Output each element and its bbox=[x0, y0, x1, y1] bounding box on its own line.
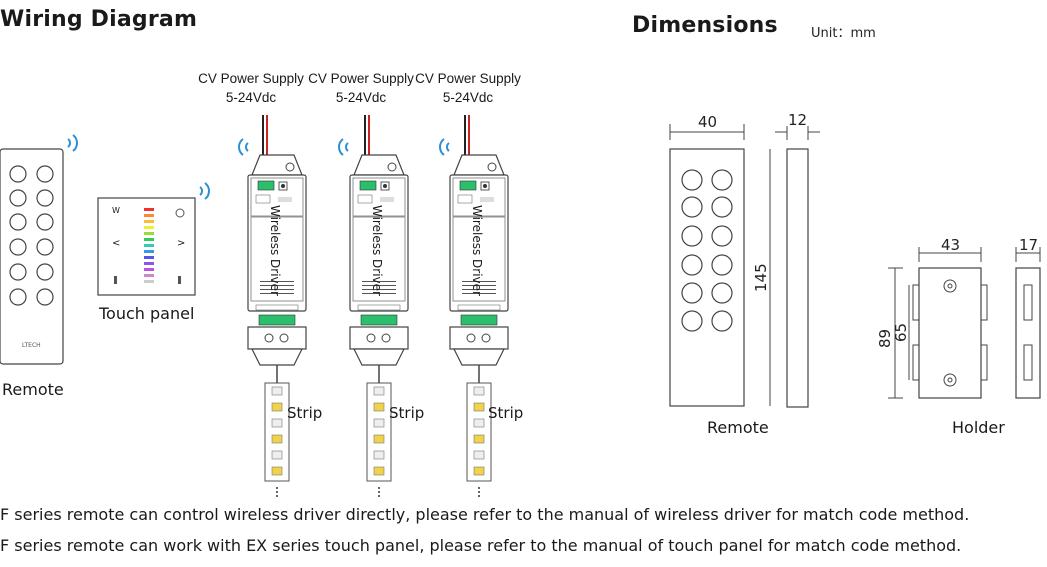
driver-label-text: Wireless Driver bbox=[268, 205, 282, 296]
remote-dimension-caption: Remote bbox=[707, 418, 769, 437]
strip-label-2: Strip bbox=[389, 404, 425, 422]
driver-label-text: Wireless Driver bbox=[470, 205, 484, 296]
power-supply-label-1: CV Power Supply 5-24Vdc bbox=[196, 69, 306, 107]
touch-panel-device bbox=[97, 197, 196, 296]
remote-dimension-drawing bbox=[669, 124, 820, 408]
signal-icon bbox=[199, 182, 210, 200]
driver-3 bbox=[449, 114, 509, 498]
power-supply-label-3: CV Power Supply 5-24Vdc bbox=[413, 69, 523, 107]
holder-width-value: 43 bbox=[941, 236, 960, 254]
holder-outer-height-value: 89 bbox=[876, 329, 894, 348]
driver-label-3: Wireless Driver bbox=[468, 205, 488, 296]
holder-depth-value: 17 bbox=[1019, 236, 1038, 254]
unit-label: Unit：mm bbox=[811, 26, 876, 41]
driver-label-2: Wireless Driver bbox=[368, 205, 388, 296]
remote-width-value: 40 bbox=[698, 113, 717, 131]
touch-panel-label: Touch panel bbox=[99, 304, 195, 323]
note-remote-panel: F series remote can work with EX series … bbox=[0, 536, 962, 555]
panel-key-left: < bbox=[112, 238, 121, 249]
holder-dimension-caption: Holder bbox=[952, 418, 1005, 437]
note-remote-driver: F series remote can control wireless dri… bbox=[0, 505, 970, 524]
power-supply-voltage: 5-24Vdc bbox=[442, 90, 494, 105]
remote-depth-value: 12 bbox=[788, 111, 807, 129]
panel-key-w: W bbox=[112, 206, 120, 215]
remote-height-value: 145 bbox=[752, 263, 770, 292]
power-supply-name: CV Power Supply bbox=[198, 71, 304, 86]
power-supply-voltage: 5-24Vdc bbox=[225, 90, 277, 105]
signal-icon bbox=[338, 138, 349, 156]
power-supply-voltage: 5-24Vdc bbox=[335, 90, 387, 105]
power-supply-name: CV Power Supply bbox=[308, 71, 414, 86]
driver-2 bbox=[349, 114, 409, 498]
power-supply-label-2: CV Power Supply 5-24Vdc bbox=[306, 69, 416, 107]
driver-1 bbox=[247, 114, 307, 498]
signal-icon bbox=[238, 138, 249, 156]
signal-icon bbox=[439, 138, 450, 156]
driver-label-1: Wireless Driver bbox=[266, 205, 286, 296]
strip-label-3: Strip bbox=[488, 404, 524, 422]
dimensions-title: Dimensions bbox=[632, 13, 778, 38]
remote-brand: LTECH bbox=[22, 342, 41, 349]
holder-dimension-drawing bbox=[888, 247, 1041, 399]
panel-key-right: > bbox=[177, 238, 186, 249]
remote-device bbox=[0, 148, 64, 365]
power-supply-name: CV Power Supply bbox=[415, 71, 521, 86]
holder-inner-height-value: 65 bbox=[892, 323, 910, 342]
driver-label-text: Wireless Driver bbox=[370, 205, 384, 296]
strip-label-1: Strip bbox=[287, 404, 323, 422]
remote-label: Remote bbox=[2, 380, 64, 399]
signal-icon bbox=[67, 134, 78, 152]
wiring-diagram-title: Wiring Diagram bbox=[0, 7, 198, 32]
